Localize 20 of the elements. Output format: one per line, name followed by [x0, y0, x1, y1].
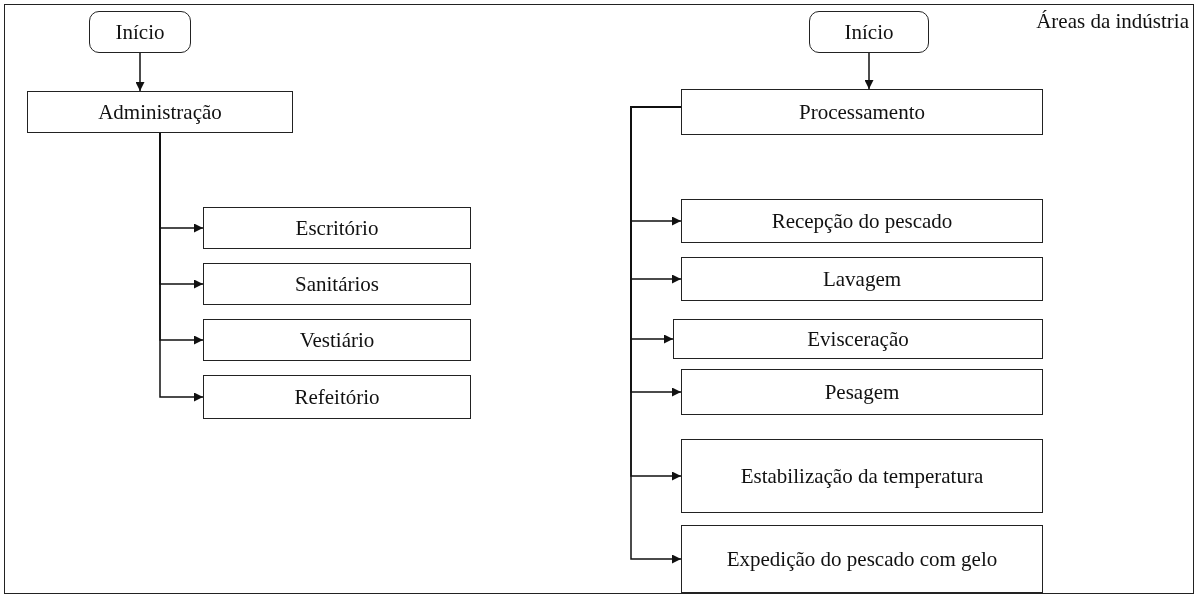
start-box: Início — [809, 11, 929, 53]
process-box: Evisceração — [673, 319, 1043, 359]
frame-box — [4, 4, 1194, 594]
process-box: Lavagem — [681, 257, 1043, 301]
process-box: Administração — [27, 91, 293, 133]
process-box: Refeitório — [203, 375, 471, 419]
process-box: Vestiário — [203, 319, 471, 361]
process-box: Expedição do pescado com gelo — [681, 525, 1043, 593]
arrow — [630, 106, 682, 564]
process-box: Sanitários — [203, 263, 471, 305]
process-box: Processamento — [681, 89, 1043, 135]
arrow — [159, 132, 204, 402]
arrow — [864, 52, 874, 90]
process-box: Escritório — [203, 207, 471, 249]
process-box: Recepção do pescado — [681, 199, 1043, 243]
process-box: Estabilização da temperatura — [681, 439, 1043, 513]
arrow — [135, 52, 145, 92]
start-box: Início — [89, 11, 191, 53]
process-box: Pesagem — [681, 369, 1043, 415]
frame-title: Áreas da indústria — [1036, 9, 1189, 34]
